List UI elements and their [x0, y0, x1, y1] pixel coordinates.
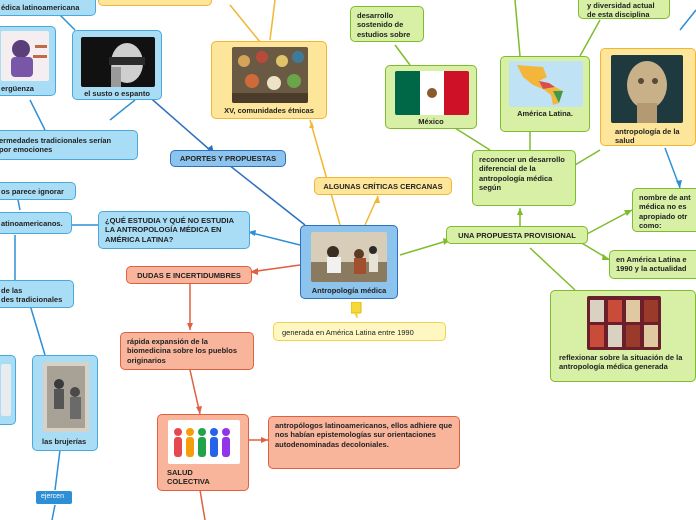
- susto-image: [81, 37, 155, 87]
- antropologia-salud-label: antropología de la salud: [615, 127, 680, 146]
- node-comunidades[interactable]: XV, comunidades étnicas: [211, 41, 327, 119]
- salud-colectiva-label: SALUD COLECTIVA: [167, 468, 210, 487]
- america-latina-map-image: [509, 61, 583, 107]
- node-partial-image[interactable]: [0, 355, 16, 425]
- node-reconocer-desarrollo[interactable]: reconocer un desarrollo diferencial de l…: [472, 150, 576, 206]
- node-yellow-top[interactable]: [98, 0, 212, 6]
- node-verguenza[interactable]: ergüenza: [0, 26, 56, 96]
- node-en-america-latina-1990[interactable]: en América Latina e 1990 y la actualidad: [609, 250, 696, 279]
- node-mexico[interactable]: México: [385, 65, 477, 129]
- brujerias-label: las brujerías: [42, 437, 87, 446]
- link-que-estudia: [247, 231, 301, 246]
- susto-label: el susto o espanto: [84, 89, 150, 98]
- mexico-flag-image: [395, 71, 469, 115]
- node-desarrollo-sostenido[interactable]: desarrollo sostenido de estudios sobre: [350, 6, 424, 42]
- comunidades-label: XV, comunidades étnicas: [224, 106, 314, 115]
- node-de-las-tradicionales[interactable]: de las des tradicionales: [0, 280, 74, 308]
- branch-dudas[interactable]: DUDAS E INCERTIDUMBRES: [126, 266, 252, 284]
- node-ejercen[interactable]: ejercen: [36, 491, 72, 504]
- node-latinoamericanos[interactable]: atinoamericanos.: [0, 212, 72, 234]
- node-rapida-expansion[interactable]: rápida expansión de la biomedicina sobre…: [120, 332, 254, 370]
- reflexionar-label: reflexionar sobre la situación de la ant…: [559, 353, 683, 372]
- branch-que-estudia[interactable]: ¿QUÉ ESTUDIA Y QUÉ NO ESTUDIA LA ANTROPO…: [98, 211, 250, 249]
- salud-colectiva-image: [168, 420, 240, 464]
- branch-aportes[interactable]: APORTES Y PROPUESTAS: [170, 150, 286, 167]
- branch-propuesta-provisional[interactable]: UNA PROPUESTA PROVISIONAL: [446, 226, 588, 244]
- node-brujerias[interactable]: las brujerías: [32, 355, 98, 451]
- node-generada-1990[interactable]: generada en América Latina entre 1990: [273, 322, 446, 341]
- node-parece-ignorar[interactable]: os parece ignorar: [0, 182, 76, 200]
- partial-image: [1, 364, 11, 416]
- node-antropologos-latinoamericanos[interactable]: antropólogos latinoamericanos, ellos adh…: [268, 416, 460, 469]
- branch-algunas-criticas[interactable]: ALGUNAS CRÍTICAS CERCANAS: [314, 177, 452, 195]
- node-diversidad-actual[interactable]: y diversidad actual de esta disciplina: [578, 0, 670, 19]
- antropologia-salud-image: [611, 55, 683, 123]
- node-enfermedades[interactable]: ermedades tradicionales serían por emoci…: [0, 130, 138, 160]
- node-susto[interactable]: el susto o espanto: [72, 30, 162, 100]
- note-icon[interactable]: [351, 302, 363, 318]
- verguenza-label: ergüenza: [1, 84, 34, 93]
- america-latina-label: América Latina.: [517, 109, 573, 118]
- arrowheads: [187, 122, 682, 443]
- node-medica-latinoamericana[interactable]: édica latinoamericana: [0, 0, 96, 16]
- verguenza-image: [1, 31, 49, 81]
- node-reflexionar[interactable]: reflexionar sobre la situación de la ant…: [550, 290, 696, 382]
- central-topic-label: Antropología médica: [311, 286, 387, 295]
- node-antropologia-salud[interactable]: antropología de la salud: [600, 48, 696, 146]
- brujerias-image: [43, 362, 89, 432]
- comunidades-image: [232, 47, 308, 103]
- node-salud-colectiva[interactable]: SALUD COLECTIVA: [157, 414, 249, 491]
- reflexionar-image: [587, 296, 661, 350]
- central-topic[interactable]: Antropología médica: [300, 225, 398, 299]
- node-america-latina[interactable]: América Latina.: [500, 56, 590, 132]
- mexico-label: México: [418, 117, 444, 126]
- central-topic-image: [311, 232, 387, 282]
- node-nombre-antropologia[interactable]: nombre de ant médica no es apropiado otr…: [632, 188, 696, 232]
